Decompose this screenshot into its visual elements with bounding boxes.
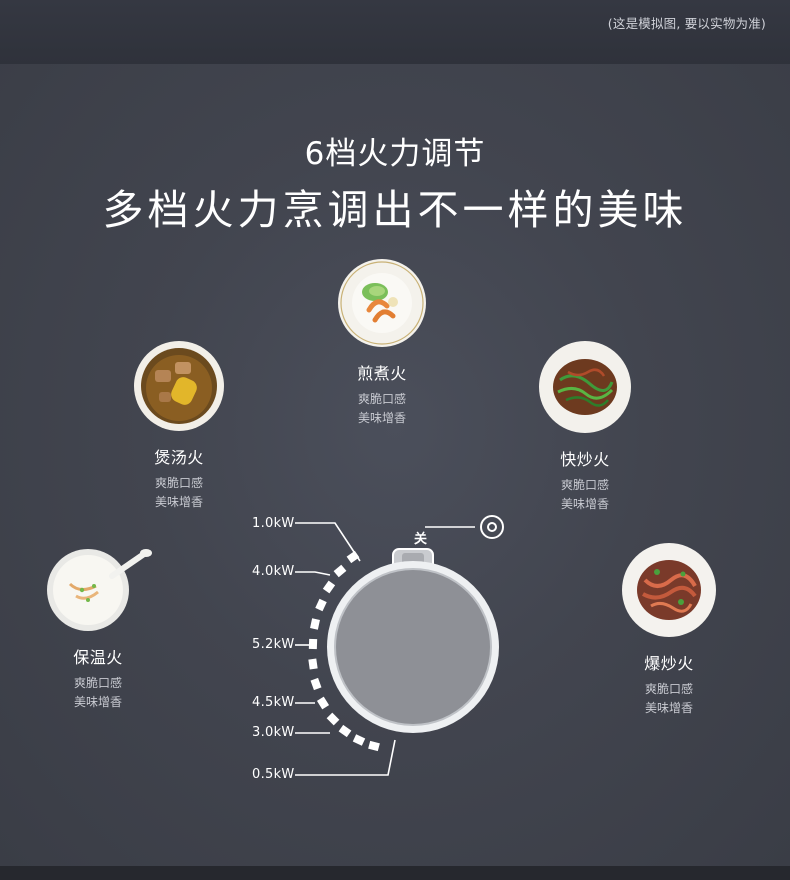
footer-band bbox=[0, 866, 790, 880]
mode-quick-fry: 快炒火 爽脆口感 美味增香 bbox=[525, 340, 645, 514]
stir-fry-plate-image bbox=[539, 341, 631, 433]
off-label: 关 bbox=[414, 532, 428, 547]
mode-name: 快炒火 bbox=[560, 450, 610, 469]
mode-name: 煎煮火 bbox=[357, 364, 407, 383]
soup-bowl-image bbox=[134, 341, 224, 431]
mode-name: 保温火 bbox=[73, 648, 123, 667]
mode-fry-boil: 煎煮火 爽脆口感 美味增香 bbox=[322, 258, 442, 428]
header-band bbox=[0, 0, 790, 64]
mode-desc-line: 爽脆口感 bbox=[154, 476, 203, 490]
disclaimer-text: (这是模拟图, 要以实物为准) bbox=[607, 16, 766, 31]
page-subtitle: 多档火力烹调出不一样的美味 bbox=[102, 186, 688, 234]
power-level-label: 5.2kW bbox=[252, 637, 295, 652]
mode-name: 爆炒火 bbox=[644, 654, 694, 673]
mode-desc-line: 爽脆口感 bbox=[560, 478, 609, 492]
mode-desc-line: 爽脆口感 bbox=[357, 392, 406, 406]
mode-soup: 煲汤火 爽脆口感 美味增香 bbox=[119, 340, 239, 512]
power-level-label: 4.0kW bbox=[252, 564, 295, 579]
mode-desc-line: 美味增香 bbox=[154, 495, 203, 509]
mode-desc-line: 爽脆口感 bbox=[73, 676, 122, 690]
power-level-label: 4.5kW bbox=[252, 695, 295, 710]
mode-desc-line: 美味增香 bbox=[357, 411, 406, 425]
mode-keep-warm: 保温火 爽脆口感 美味增香 bbox=[38, 546, 158, 712]
shrimp-plate-image bbox=[338, 259, 426, 347]
porridge-bowl-image bbox=[47, 549, 152, 631]
spicy-fry-plate-image bbox=[622, 543, 716, 637]
feature-panel bbox=[0, 64, 790, 868]
page-title: 6档火力调节 bbox=[304, 136, 486, 172]
mode-desc-line: 美味增香 bbox=[644, 701, 693, 715]
mode-flash-fry: 爆炒火 爽脆口感 美味增香 bbox=[609, 542, 729, 718]
power-level-label: 0.5kW bbox=[252, 767, 295, 782]
mode-name: 煲汤火 bbox=[154, 448, 204, 467]
mode-desc-line: 爽脆口感 bbox=[644, 682, 693, 696]
power-level-label: 1.0kW bbox=[252, 516, 295, 531]
mode-desc-line: 美味增香 bbox=[560, 497, 609, 511]
power-level-label: 3.0kW bbox=[252, 725, 295, 740]
mode-desc-line: 美味增香 bbox=[73, 695, 122, 709]
power-dial bbox=[295, 515, 504, 776]
